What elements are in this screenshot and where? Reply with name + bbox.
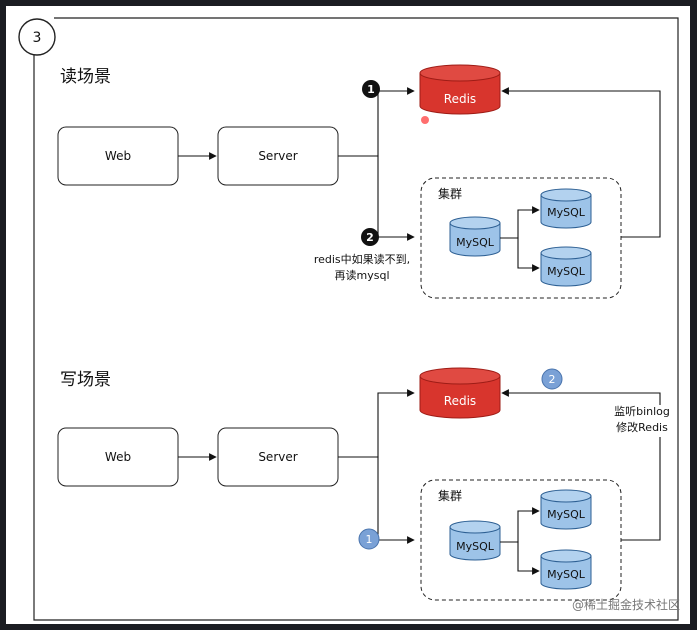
write-step1-text: 1	[366, 533, 373, 546]
read-scene: 读场景 Web Server Redis 1 2 redis中如果读不到, 再读…	[57, 64, 661, 299]
step-number-circle	[18, 18, 56, 56]
write-redis-node: Redis	[419, 367, 501, 419]
read-mysql-replica1-label: MySQL	[547, 206, 586, 219]
read-step2-note-line2: 再读mysql	[335, 268, 390, 282]
read-redis-label: Redis	[444, 92, 476, 106]
write-step2-text: 2	[549, 373, 556, 386]
cursor-dot	[421, 116, 429, 124]
read-web-label: Web	[105, 149, 131, 163]
read-step2-text: 2	[366, 231, 374, 244]
write-web-label: Web	[105, 450, 131, 464]
write-binlog-to-redis-arrow	[501, 389, 661, 405]
read-step2-badge	[361, 228, 379, 246]
write-scene: 写场景 Web Server Redis 1 2 监听binlog 修改Redi…	[57, 367, 670, 601]
step-number: 3	[33, 30, 42, 46]
read-mysql-replica2: MySQL	[540, 246, 592, 287]
write-binlog-note-line2: 修改Redis	[616, 420, 668, 434]
read-server-label: Server	[258, 149, 297, 163]
write-mysql-replica2-label: MySQL	[547, 568, 586, 581]
read-replication-arrow-2	[500, 237, 540, 272]
read-mysql-replica1: MySQL	[540, 188, 592, 229]
write-mysql-replica1-label: MySQL	[547, 508, 586, 521]
write-server-to-cluster-arrow	[338, 456, 415, 544]
read-step1-badge	[362, 80, 380, 98]
write-mysql-replica1: MySQL	[540, 489, 592, 530]
frame-border	[33, 17, 679, 621]
read-redis-node: Redis	[419, 64, 501, 115]
read-scene-title: 读场景	[60, 67, 111, 87]
read-server-to-cluster-arrow	[338, 155, 415, 241]
read-step2-note-line1: redis中如果读不到,	[314, 252, 410, 266]
write-redis-label: Redis	[444, 394, 476, 408]
read-step1-text: 1	[367, 83, 375, 96]
read-mysql-master-label: MySQL	[456, 236, 495, 249]
write-mysql-replica2: MySQL	[540, 549, 592, 590]
write-step1-badge	[358, 528, 380, 550]
write-mysql-master: MySQL	[449, 520, 501, 561]
read-cluster-to-redis-arrow	[501, 87, 661, 238]
write-binlog-note-line1: 监听binlog	[614, 405, 670, 418]
read-cluster-label: 集群	[438, 186, 462, 201]
write-replication-arrow-2	[500, 541, 540, 575]
write-scene-title: 写场景	[60, 370, 111, 390]
write-cluster-to-redis-arrow	[621, 437, 661, 541]
read-mysql-master: MySQL	[449, 216, 501, 257]
watermark: @稀土掘金技术社区	[572, 597, 680, 612]
read-mysql-replica2-label: MySQL	[547, 265, 586, 278]
write-cluster-label: 集群	[438, 488, 462, 503]
write-mysql-master-label: MySQL	[456, 540, 495, 553]
write-step2-badge	[541, 368, 563, 390]
write-server-label: Server	[258, 450, 297, 464]
